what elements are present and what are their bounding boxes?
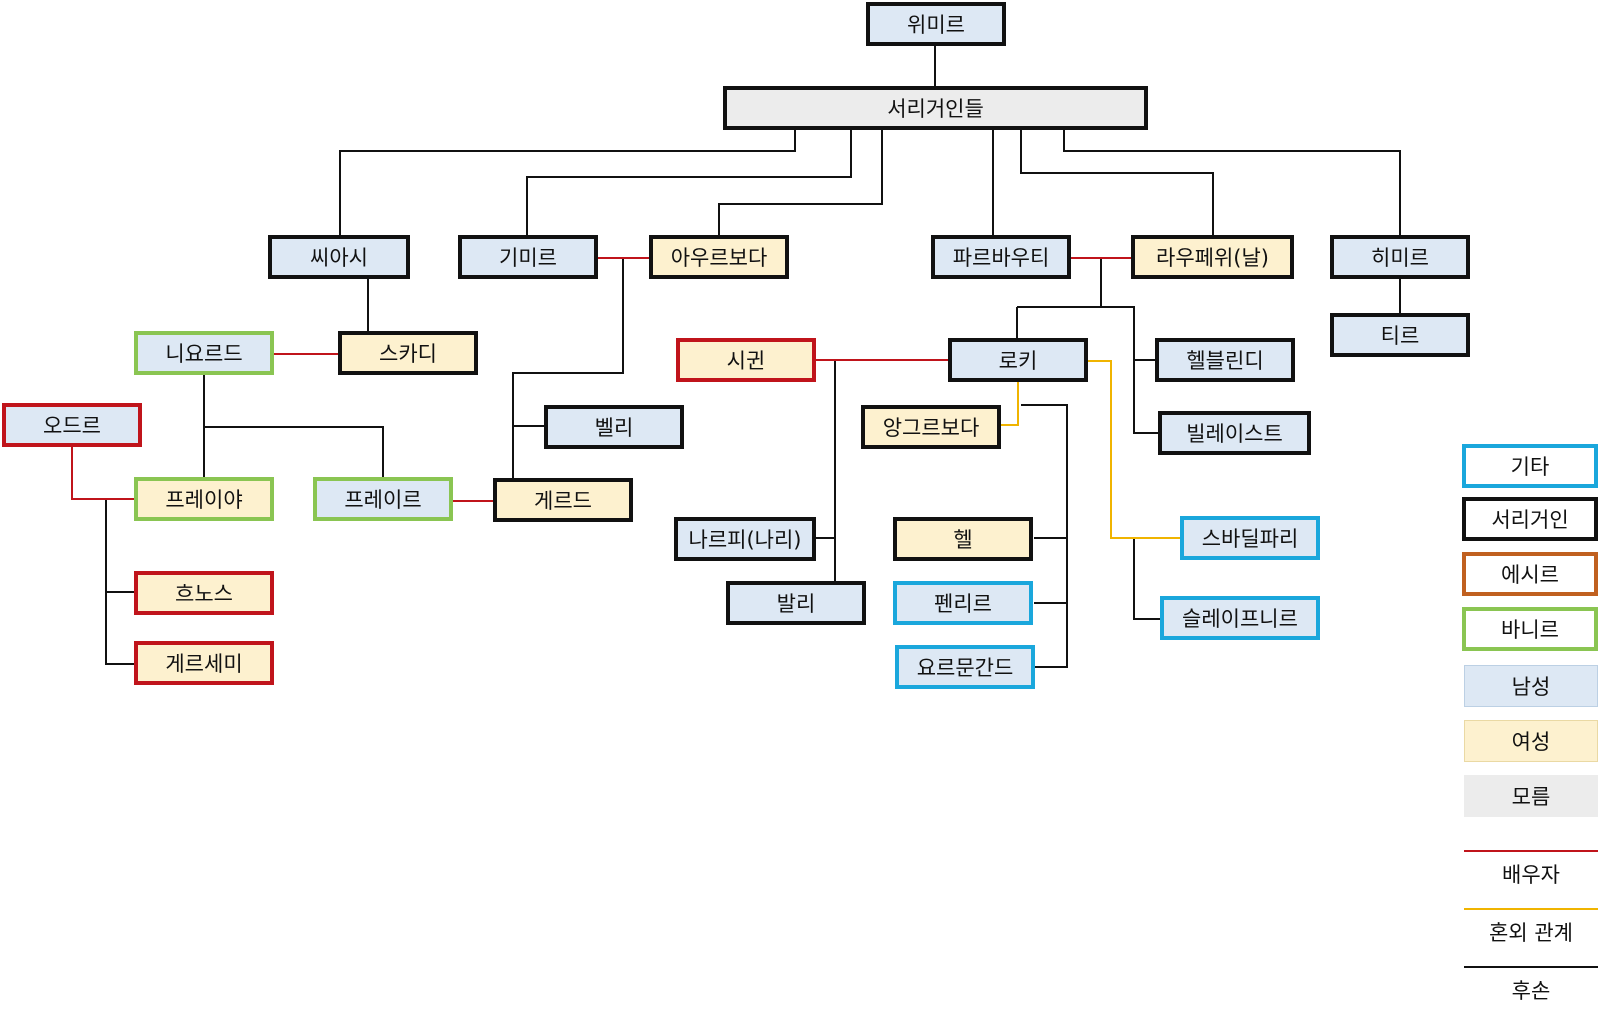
node-label: 슬레이프니르 bbox=[1182, 607, 1298, 631]
node-label: 앙그르보다 bbox=[882, 416, 980, 440]
node-label: 발리 bbox=[776, 592, 816, 616]
node-label: 스바딜파리 bbox=[1201, 527, 1299, 551]
legend-affair-line bbox=[1464, 908, 1598, 910]
node-hnoss: 흐노스 bbox=[134, 571, 274, 615]
affair-lines bbox=[1001, 360, 1183, 539]
node-label: 아우르보다 bbox=[670, 246, 768, 270]
node-label: 티르 bbox=[1380, 324, 1420, 348]
node-siasi: 씨아시 bbox=[268, 235, 410, 279]
node-vali: 발리 bbox=[726, 581, 866, 625]
legend-label: 에시르 bbox=[1501, 563, 1559, 587]
node-label: 펜리르 bbox=[934, 592, 992, 616]
node-label: 서리거인들 bbox=[887, 97, 984, 121]
node-angrboda: 앙그르보다 bbox=[861, 405, 1001, 449]
legend-descendant-label: 후손 bbox=[1511, 979, 1551, 1003]
node-label: 라우페위(날) bbox=[1156, 246, 1269, 270]
node-label: 게르세미 bbox=[165, 652, 243, 676]
node-freya: 프레이야 bbox=[134, 477, 274, 521]
node-njord: 니요르드 bbox=[134, 331, 274, 375]
node-label: 시귄 bbox=[726, 349, 766, 373]
node-label: 니요르드 bbox=[165, 342, 243, 366]
node-label: 벨리 bbox=[594, 416, 634, 440]
spouse-lines bbox=[71, 257, 1134, 502]
node-laufey: 라우페위(날) bbox=[1131, 235, 1294, 279]
node-label: 스카디 bbox=[379, 342, 437, 366]
node-skadi: 스카디 bbox=[338, 331, 478, 375]
node-fenrir: 펜리르 bbox=[893, 581, 1033, 625]
node-helblindi: 헬블린디 bbox=[1155, 338, 1295, 382]
node-loki: 로키 bbox=[948, 338, 1088, 382]
node-frost-giants: 서리거인들 bbox=[723, 86, 1148, 130]
node-gerd: 게르드 bbox=[493, 478, 633, 522]
legend-vanir: 바니르 bbox=[1462, 607, 1598, 651]
node-label: 요르문간드 bbox=[916, 656, 1014, 680]
descendant-lines bbox=[105, 44, 1401, 668]
node-label: 오드르 bbox=[43, 414, 101, 438]
legend-label: 모름 bbox=[1511, 785, 1551, 809]
legend-aesir: 에시르 bbox=[1462, 552, 1598, 596]
node-label: 빌레이스트 bbox=[1186, 422, 1283, 446]
node-gimir: 기미르 bbox=[458, 235, 598, 279]
node-label: 위미르 bbox=[907, 13, 965, 37]
legend-spouse-line bbox=[1464, 850, 1598, 852]
node-tyr: 티르 bbox=[1330, 313, 1470, 357]
legend-label: 여성 bbox=[1511, 730, 1551, 754]
node-hel: 헬 bbox=[893, 517, 1033, 561]
node-sigyn: 시귄 bbox=[676, 338, 816, 382]
node-label: 프레이르 bbox=[344, 488, 422, 512]
node-narfi: 나르피(나리) bbox=[674, 517, 816, 561]
node-wimir: 위미르 bbox=[866, 2, 1006, 46]
legend-unknown: 모름 bbox=[1464, 775, 1598, 817]
node-label: 헬 bbox=[953, 528, 973, 552]
node-aurboda: 아우르보다 bbox=[649, 235, 789, 279]
legend-other: 기타 bbox=[1462, 444, 1598, 488]
node-label: 히미르 bbox=[1371, 246, 1429, 270]
legend-female: 여성 bbox=[1464, 720, 1598, 762]
legend-male: 남성 bbox=[1464, 665, 1598, 707]
node-byleist: 빌레이스트 bbox=[1158, 411, 1311, 455]
legend-label: 기타 bbox=[1510, 455, 1550, 479]
node-label: 헬블린디 bbox=[1186, 349, 1264, 373]
legend-label: 서리거인 bbox=[1491, 508, 1569, 532]
legend-label: 남성 bbox=[1511, 675, 1551, 699]
legend-descendant-line bbox=[1464, 966, 1598, 968]
node-svadilfari: 스바딜파리 bbox=[1180, 516, 1320, 560]
node-label: 파르바우티 bbox=[952, 246, 1050, 270]
node-himir: 히미르 bbox=[1330, 235, 1470, 279]
legend-affair-label: 혼외 관계 bbox=[1489, 921, 1573, 945]
legend-spouse-label: 배우자 bbox=[1502, 863, 1560, 887]
node-beli: 벨리 bbox=[544, 405, 684, 449]
node-label: 씨아시 bbox=[310, 246, 368, 270]
node-odr: 오드르 bbox=[2, 403, 142, 447]
node-label: 기미르 bbox=[499, 246, 557, 270]
legend-label: 바니르 bbox=[1501, 618, 1559, 642]
node-label: 게르드 bbox=[534, 489, 592, 513]
node-label: 프레이야 bbox=[165, 488, 243, 512]
node-freyr: 프레이르 bbox=[313, 477, 453, 521]
node-jormungandr: 요르문간드 bbox=[895, 645, 1035, 689]
node-label: 로키 bbox=[998, 349, 1038, 373]
node-label: 나르피(나리) bbox=[688, 528, 802, 552]
node-gersemi: 게르세미 bbox=[134, 641, 274, 685]
legend-frost-giant: 서리거인 bbox=[1462, 497, 1598, 541]
node-label: 흐노스 bbox=[175, 582, 233, 606]
node-farbauti: 파르바우티 bbox=[931, 235, 1071, 279]
node-sleipnir: 슬레이프니르 bbox=[1160, 596, 1320, 640]
